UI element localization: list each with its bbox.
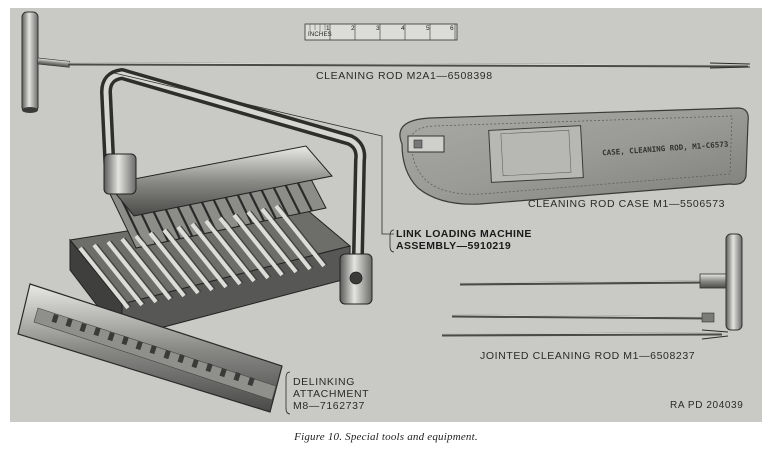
delinking-label: DELINKING ATTACHMENT M8—7162737 (293, 376, 369, 412)
link-loader-label-line2: ASSEMBLY—5910219 (396, 240, 512, 252)
cleaning-rod-label: CLEANING ROD M2A1—6508398 (316, 70, 493, 82)
delinking-label-line2: ATTACHMENT (293, 388, 370, 400)
delinking-attachment (17, 283, 283, 413)
leader-lines (109, 71, 395, 415)
ruler-tick-4: 4 (401, 25, 405, 32)
delinking-label-line1: DELINKING (293, 376, 355, 388)
ruler-unit-label: INCHES (308, 32, 332, 38)
ruler-tick-6: 6 (450, 25, 454, 32)
cleaning-rod-case (399, 107, 749, 205)
ruler-tick-5: 5 (426, 25, 430, 32)
ruler-tick-3: 3 (376, 25, 380, 32)
rod-case-label: CLEANING ROD CASE M1—5506573 (528, 198, 726, 210)
inch-ruler (304, 23, 458, 41)
photo-plate: INCHES 1 2 3 4 5 6 CLEANING ROD M2A1—650… (10, 8, 762, 422)
figure-caption-text: Figure 10. Special tools and equipment. (294, 431, 478, 443)
link-loading-machine (69, 68, 373, 340)
ra-pd-number: RA PD 204039 (670, 400, 744, 411)
ruler-tick-2: 2 (351, 25, 355, 32)
equipment-illustration (17, 11, 751, 415)
link-loader-label-line1: LINK LOADING MACHINE (396, 228, 532, 240)
ruler-tick-1: 1 (326, 25, 330, 32)
delinking-label-line3: M8—7162737 (293, 400, 365, 412)
link-loader-label: LINK LOADING MACHINE ASSEMBLY—5910219 (396, 228, 532, 252)
cleaning-rod-m2a1 (21, 11, 751, 113)
jointed-rod-label: JOINTED CLEANING ROD M1—6508237 (480, 350, 696, 362)
jointed-cleaning-rod (441, 233, 743, 340)
figure-caption: Figure 10. Special tools and equipment. (0, 431, 772, 443)
